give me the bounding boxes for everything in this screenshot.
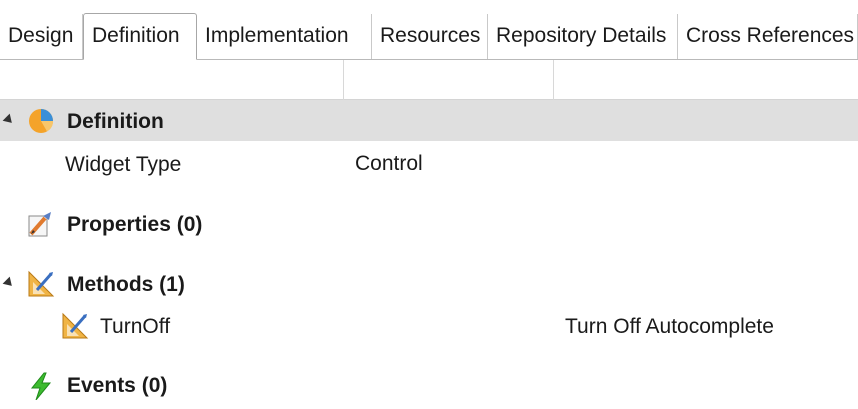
column-header (0, 60, 858, 100)
column-resize-handle[interactable] (553, 60, 554, 100)
tab-label: Resources (380, 24, 481, 47)
tab-label: Implementation (205, 24, 349, 47)
tree-row-methods[interactable]: Methods (1) (0, 264, 858, 304)
tree-row-properties[interactable]: Properties (0) (0, 204, 858, 244)
tree-group-label: Properties (0) (67, 213, 203, 236)
tree-group-label: Events (0) (67, 374, 168, 397)
collapse-arrow-icon[interactable] (2, 113, 16, 127)
property-value: Control (355, 152, 423, 175)
property-name: Widget Type (65, 153, 182, 176)
method-icon (62, 312, 89, 339)
tab-implementation[interactable]: Implementation (197, 14, 372, 59)
tree-row-events[interactable]: Events (0) (0, 366, 858, 406)
tab-label: Repository Details (496, 24, 667, 47)
column-resize-handle[interactable] (343, 60, 344, 100)
method-description: Turn Off Autocomplete (565, 315, 774, 338)
methods-icon (28, 270, 55, 297)
tree-group-label: Definition (67, 110, 164, 133)
tab-definition[interactable]: Definition (83, 13, 197, 60)
tab-resources[interactable]: Resources (372, 14, 488, 59)
properties-icon (28, 212, 51, 237)
tab-label: Definition (92, 24, 180, 47)
lightning-icon (30, 372, 52, 400)
tab-label: Cross References (686, 24, 855, 47)
tab-design[interactable]: Design (0, 14, 83, 59)
pie-chart-icon (29, 109, 53, 133)
method-name: TurnOff (100, 315, 171, 338)
tree-row-definition[interactable]: Definition (0, 100, 858, 141)
tree-group-label: Methods (1) (67, 273, 185, 296)
tab-label: Design (8, 24, 74, 47)
tab-repository-details[interactable]: Repository Details (488, 14, 678, 59)
tab-bar: Design Definition Implementation Resourc… (0, 0, 858, 60)
tree-row-widget-type[interactable]: Widget Type Control (0, 141, 858, 185)
collapse-arrow-icon[interactable] (2, 276, 16, 290)
tree-row-turnoff[interactable]: TurnOff Turn Off Autocomplete (0, 306, 858, 346)
tab-cross-references[interactable]: Cross References (678, 14, 858, 59)
